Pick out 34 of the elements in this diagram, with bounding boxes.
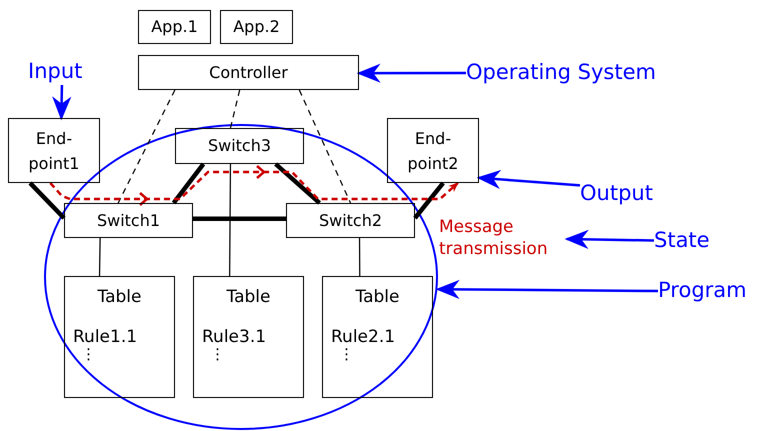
- process-box: [175, 128, 304, 164]
- table-title: Table: [356, 286, 400, 309]
- rule-text: Rule1.1: [73, 326, 138, 348]
- process-box: [138, 10, 211, 44]
- box-label: Switch3: [208, 135, 272, 157]
- box-label: Controller: [209, 62, 288, 84]
- endpoint-box: [387, 118, 479, 183]
- endpoint-label: End- point2: [406, 128, 460, 174]
- rule-text: Rule2.1: [331, 326, 396, 348]
- box-label: App.1: [151, 16, 198, 38]
- table-box: [64, 276, 175, 398]
- table-title: Table: [98, 286, 142, 309]
- process-box: [138, 55, 359, 90]
- annotation-label: Input: [28, 58, 92, 85]
- process-box: [64, 203, 193, 238]
- ellipsis-text: ⋮: [210, 348, 226, 360]
- box-label: Switch2: [318, 210, 382, 232]
- annotation-label: Output: [580, 180, 664, 207]
- box-label: Switch1: [96, 210, 160, 232]
- ellipsis-text: ⋮: [81, 348, 97, 360]
- process-box: [286, 203, 415, 238]
- endpoint-label: End- point1: [28, 128, 80, 174]
- table-box: [193, 276, 304, 398]
- annotation-label: Program: [658, 277, 760, 305]
- annotation-label: State: [654, 227, 720, 254]
- annotation-label: Operating System: [466, 59, 688, 87]
- table-title: Table: [226, 286, 270, 309]
- ellipsis-text: ⋮: [339, 348, 355, 360]
- endpoint-box: [8, 118, 100, 183]
- process-box: [220, 10, 293, 44]
- box-label: App.2: [233, 16, 280, 38]
- table-box: [322, 276, 433, 398]
- message-label: Message transmission: [439, 216, 567, 262]
- rule-text: Rule3.1: [202, 326, 268, 348]
